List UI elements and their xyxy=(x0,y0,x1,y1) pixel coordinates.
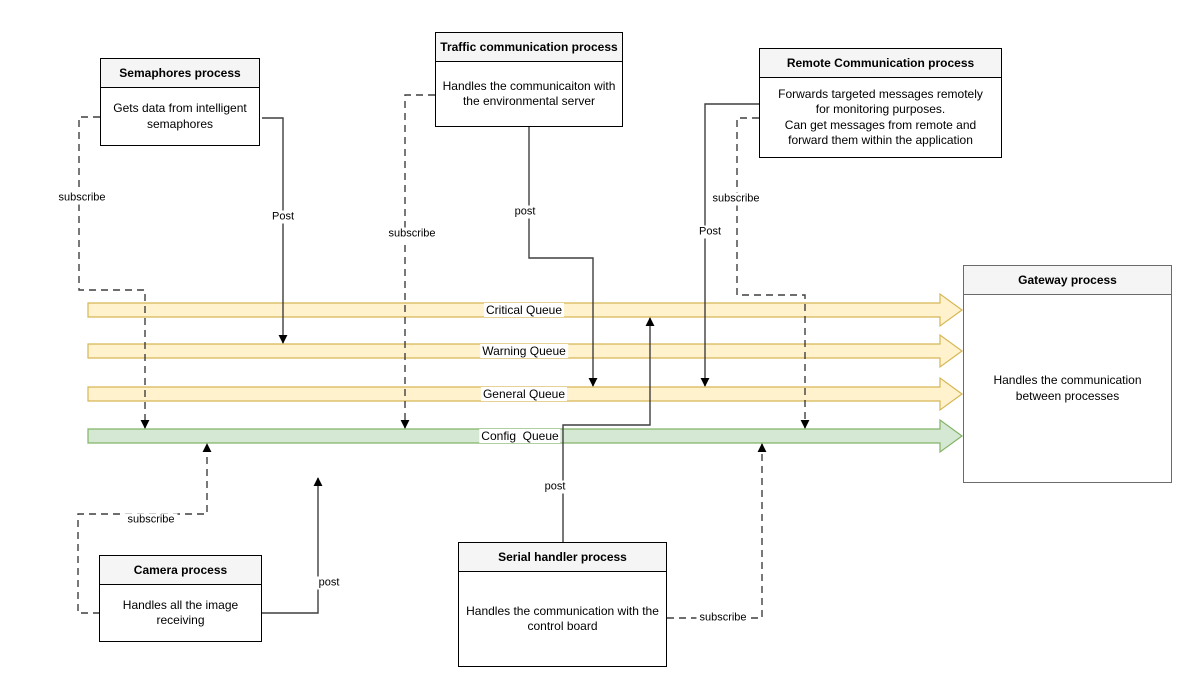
traffic-communication-process-box: Traffic communication process Handles th… xyxy=(435,32,623,127)
label-camera-subscribe: subscribe xyxy=(124,513,178,527)
camera-process-title: Camera process xyxy=(100,556,261,585)
traffic-communication-process-title: Traffic communication process xyxy=(436,33,622,62)
label-semaphores-subscribe: subscribe xyxy=(55,191,109,205)
label-traffic-post: post xyxy=(511,205,539,219)
label-semaphores-post: Post xyxy=(268,210,298,224)
serial-handler-process-description: Handles the communication with the contr… xyxy=(466,603,659,633)
queue-label-critical: Critical Queue xyxy=(483,303,565,317)
connector-camera-post xyxy=(262,477,323,614)
connector-semaphores-post xyxy=(262,117,288,344)
semaphores-process-title: Semaphores process xyxy=(101,59,259,88)
remote-communication-process-box: Remote Communication process Forwards ta… xyxy=(759,48,1002,158)
remote-communication-process-title: Remote Communication process xyxy=(760,49,1001,78)
label-remote-subscribe: subscribe xyxy=(709,192,763,206)
connector-serial-subscribe xyxy=(667,443,767,619)
connector-traffic-subscribe xyxy=(400,94,435,429)
serial-handler-process-box: Serial handler process Handles the commu… xyxy=(458,542,667,667)
serial-handler-process-title: Serial handler process xyxy=(459,543,666,572)
semaphores-process-box: Semaphores process Gets data from intell… xyxy=(100,58,260,146)
queue-label-general: General Queue xyxy=(480,387,568,401)
queue-label-config: Config Queue xyxy=(479,429,561,443)
label-serial-subscribe: subscribe xyxy=(696,611,750,625)
connector-traffic-post xyxy=(528,127,598,387)
label-camera-post: post xyxy=(315,576,343,590)
camera-process-box: Camera process Handles all the image rec… xyxy=(99,555,262,642)
label-remote-post: Post xyxy=(695,225,725,239)
label-serial-post: post xyxy=(541,480,569,494)
label-traffic-subscribe: subscribe xyxy=(385,227,439,241)
queue-label-warning: Warning Queue xyxy=(480,344,568,358)
connector-semaphores-subscribe xyxy=(78,116,150,429)
traffic-communication-process-description: Handles the communicaiton with the envir… xyxy=(442,78,616,108)
gateway-process-box: Gateway process Handles the communicatio… xyxy=(963,265,1172,483)
connector-camera-subscribe xyxy=(77,443,212,614)
gateway-process-title: Gateway process xyxy=(964,266,1171,295)
connector-remote-subscribe xyxy=(736,117,810,429)
semaphores-process-description: Gets data from intelligent semaphores xyxy=(113,101,247,131)
remote-communication-process-description: Forwards targeted messages remotely for … xyxy=(778,86,983,147)
gateway-process-description: Handles the communication between proces… xyxy=(993,373,1142,403)
camera-process-description: Handles all the image receiving xyxy=(122,597,239,627)
connector-remote-post xyxy=(700,103,759,387)
